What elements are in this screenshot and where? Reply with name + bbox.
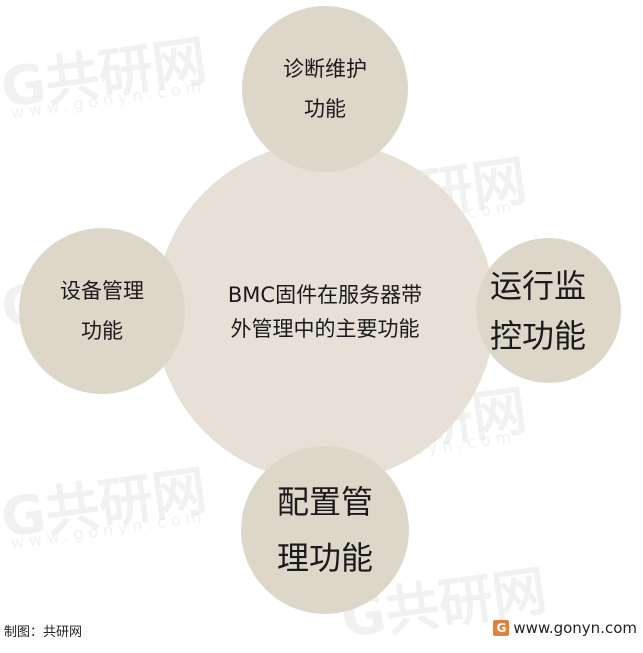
watermark-site: www.gonyn.com [9,506,208,553]
right-circle: 运行监 控功能 [476,238,621,383]
site-url: www.gonyn.com [513,619,637,637]
logo-icon: G [493,620,510,636]
center-circle: BMC固件在服务器带 外管理中的主要功能 [155,142,495,482]
center-label: BMC固件在服务器带 外管理中的主要功能 [227,283,423,341]
left-label: 设备管理 功能 [60,279,144,343]
watermark-site: www.gonyn.com [9,76,208,123]
watermark-brand: G共研网 [0,458,211,551]
top-label: 诊断维护 功能 [283,57,367,121]
bottom-label: 配置管 理功能 [276,483,373,577]
footer-site: G www.gonyn.com [493,619,637,637]
bottom-circle: 配置管 理功能 [241,446,409,614]
watermark-brand: G共研网 [0,28,211,121]
top-circle: 诊断维护 功能 [242,6,408,172]
credit-text: 制图：共研网 [4,625,83,640]
left-circle: 设备管理 功能 [19,228,185,394]
right-label: 运行监 控功能 [490,266,587,355]
